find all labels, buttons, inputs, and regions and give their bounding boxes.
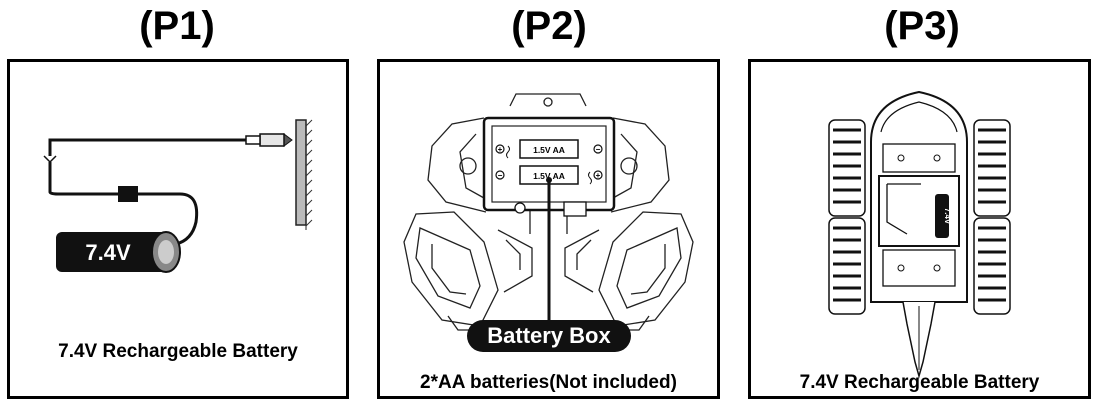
panel-p2: + − − + 1.5V AA 1.5V AA Battery Box 2*AA…	[377, 59, 720, 399]
battery-box-illustration: + − − + 1.5V AA 1.5V AA Battery Box	[403, 93, 694, 352]
vehicle-battery-illustration: 7.4V	[828, 90, 1011, 379]
panel-p1: 7.4V 7.4V Rechargeable Battery	[7, 59, 349, 399]
panel-p1-caption: 7.4V Rechargeable Battery	[58, 341, 298, 362]
svg-text:+: +	[596, 171, 601, 180]
cell-label-bottom: 1.5V AA	[533, 171, 565, 181]
panel-p3-caption: 7.4V Rechargeable Battery	[799, 372, 1040, 393]
panel-label-p3: (P3)	[884, 4, 960, 48]
vehicle-battery-label: 7.4V	[943, 208, 952, 225]
svg-text:−: −	[596, 145, 601, 154]
panel-p2-caption: 2*AA batteries(Not included)	[420, 372, 677, 393]
panel-label-p2: (P2)	[511, 4, 587, 48]
svg-text:+: +	[498, 145, 503, 154]
battery-connection-illustration: 7.4V	[43, 119, 313, 273]
panel-p3: 7.4V 7.4V Rechargeable Battery	[748, 59, 1091, 399]
cell-label-top: 1.5V AA	[533, 145, 565, 155]
svg-text:−: −	[498, 171, 503, 180]
battery-box-callout: Battery Box	[487, 323, 611, 348]
battery-label: 7.4V	[85, 240, 131, 265]
panel-label-p1: (P1)	[139, 4, 215, 48]
